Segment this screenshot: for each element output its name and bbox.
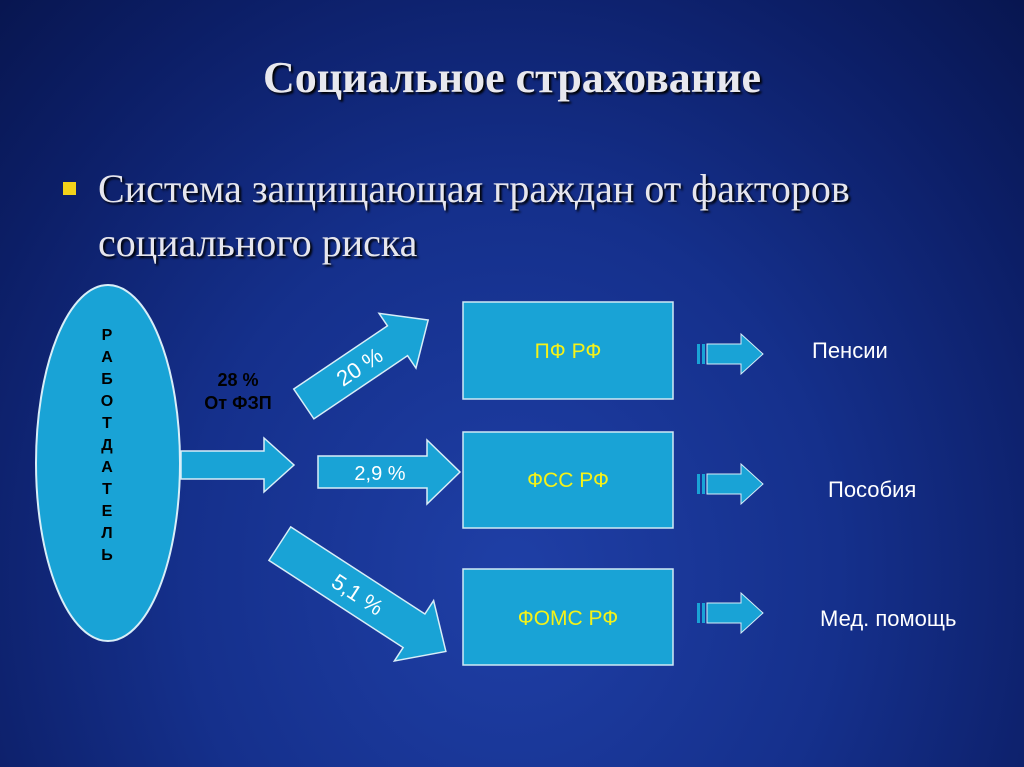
arrow-to-fss (317, 438, 462, 506)
arrow-to-pf: 20 % (292, 312, 430, 420)
contribution-base: От ФЗП (204, 393, 271, 413)
employer-letter: О (101, 393, 113, 410)
fss-result: Пособия (828, 477, 917, 502)
employer-ellipse (35, 284, 181, 642)
employer-letter: Т (102, 481, 112, 498)
bullet-line-1: Система защищающая граждан от факторов (98, 166, 850, 211)
pf-name: ПФ РФ (535, 340, 602, 363)
foms-result-arrow (697, 591, 764, 635)
foms-box (462, 568, 674, 666)
employer-letter: Е (102, 503, 113, 520)
fss-result-arrow (697, 462, 764, 506)
employer-letter: Ь (101, 547, 113, 564)
main-arrow (180, 436, 296, 494)
employer-letter: Р (102, 327, 113, 344)
pf-result: Пенсии (812, 338, 888, 363)
employer-letters: Р А Б О Т Д А Т Е Л Ь (101, 327, 114, 564)
pf-result-arrow (697, 332, 764, 376)
employer-letter: Л (101, 525, 112, 542)
employer-letter: А (101, 459, 113, 476)
pf-box (462, 301, 674, 400)
foms-result: Мед. помощь (820, 606, 957, 631)
employer-letter: Б (101, 371, 113, 388)
employer-letter: Д (101, 437, 113, 454)
employer-letter: Т (102, 415, 112, 432)
slide-title: Социальное страхование (262, 53, 762, 102)
bullet-text: Система защищающая граждан от факторов с… (98, 162, 998, 270)
bullet-square-icon (63, 182, 76, 195)
employer-letter: А (101, 349, 113, 366)
foms-name: ФОМС РФ (518, 607, 619, 630)
fss-name: ФСС РФ (527, 469, 609, 492)
bullet-line-2: социального риска (98, 220, 418, 265)
fss-percent-label: 2,9 % (354, 463, 405, 485)
contribution-percent: 28 % (217, 370, 258, 390)
arrow-to-foms: 5,1 % (267, 525, 447, 663)
fss-box (462, 431, 674, 529)
